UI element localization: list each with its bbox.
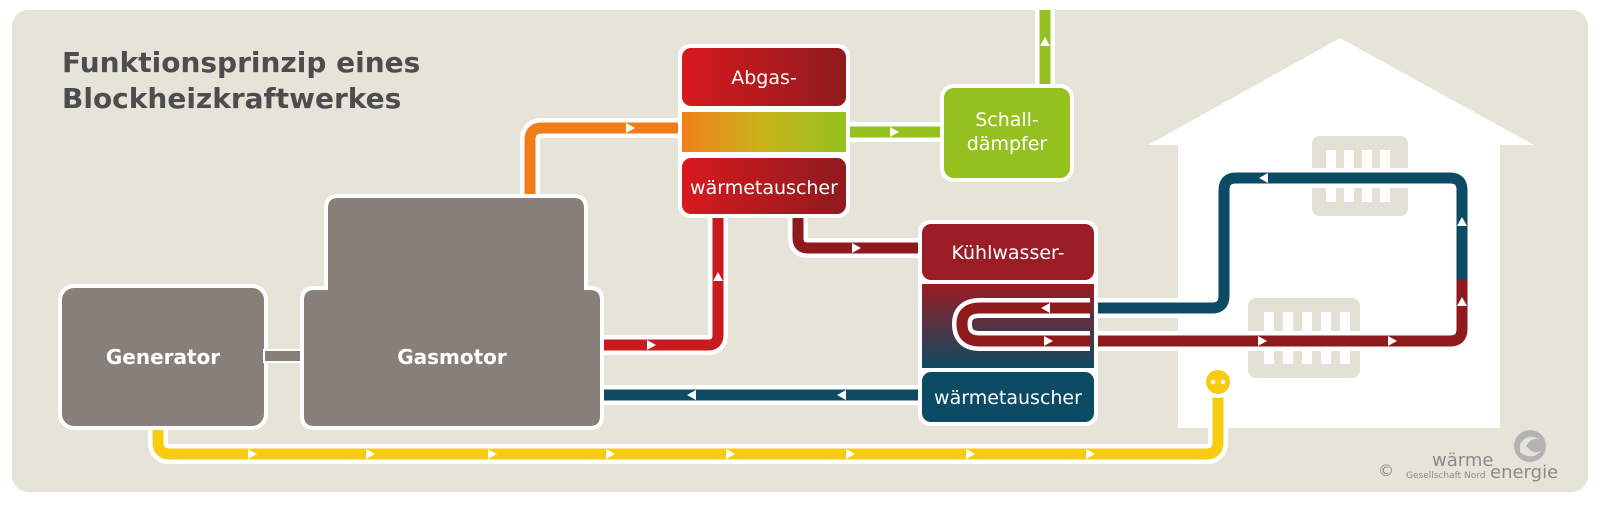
exhaust-heat-exchanger xyxy=(678,44,850,218)
house-shape xyxy=(1148,38,1534,428)
coolant-coil xyxy=(952,298,1090,351)
brand-company: Gesellschaft Nord xyxy=(1406,471,1486,481)
muffler-label-line1: Schall- xyxy=(975,109,1039,131)
page-title-line1: Funktionsprinzip eines xyxy=(62,46,420,79)
brand-word-top: wärme xyxy=(1432,450,1493,471)
page-title-line2: Blockheizkraftwerkes xyxy=(62,82,401,115)
power-socket-icon xyxy=(1202,366,1234,398)
gasmotor-body xyxy=(300,194,604,430)
brand-logo-icon xyxy=(1514,430,1546,462)
flow-arrows xyxy=(248,37,1467,459)
pipe-heat-red xyxy=(600,210,724,351)
muffler-label-line2: dämpfer xyxy=(967,133,1048,155)
copyright-symbol: © xyxy=(1378,461,1394,480)
exhaust-hx-label-bottom: wärmetauscher xyxy=(690,177,838,199)
gasmotor-label: Gasmotor xyxy=(397,345,507,369)
pipe-heat-darkred xyxy=(792,210,930,254)
muffler-box xyxy=(940,84,1074,182)
pipe-power-yellow xyxy=(152,380,1224,460)
brand-word-bottom: energie xyxy=(1490,462,1558,483)
pipe-exhaust-hot xyxy=(524,122,688,205)
coolant-hx-label-top: Kühlwasser- xyxy=(952,242,1065,264)
coil-arrows xyxy=(1041,303,1053,346)
generator-label: Generator xyxy=(106,345,220,369)
exhaust-hx-label-top: Abgas- xyxy=(731,67,797,89)
coolant-hx-label-bottom: wärmetauscher xyxy=(934,387,1082,409)
generator-shaft xyxy=(263,349,305,363)
